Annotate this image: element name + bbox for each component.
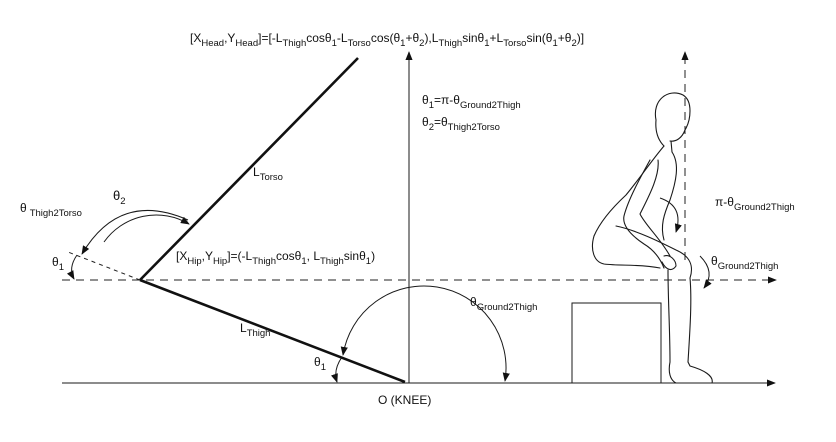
theta1-definition: θ1=π-θGround2Thigh [422, 93, 521, 111]
torso-link [139, 57, 359, 281]
theta-thigh2torso-arc [81, 209, 189, 255]
head-position-equation: [XHead,YHead]=[-LThighcosθ1-LTorsocos(θ1… [190, 31, 584, 49]
theta1-left-label: θ1 [52, 255, 64, 273]
thigh-extension-line [67, 251, 141, 281]
theta-ground2thigh-figure-label: θGround2Thigh [711, 254, 778, 272]
theta2-definition: θ2=θThigh2Torso [422, 115, 500, 133]
theta1-left-arc [66, 254, 78, 280]
pi-minus-theta-arc [659, 197, 682, 233]
knee-origin-label: O (KNEE) [378, 393, 431, 407]
seated-person-figure [591, 51, 713, 384]
hip-position-equation: [XHip,YHip]=(-LThighcosθ1, LThighsinθ1) [176, 249, 375, 267]
torso-length-label: LTorso [253, 165, 283, 183]
thigh-link [139, 278, 406, 384]
theta-ground2thigh-arc [340, 285, 510, 382]
pi-minus-theta-label: π-θGround2Thigh [715, 195, 795, 213]
theta2-label: θ2 [113, 188, 126, 207]
thigh-length-label: LThigh [240, 321, 270, 339]
theta-ground2thigh-figure-arc [699, 255, 712, 289]
theta1-knee-arc [331, 356, 343, 383]
theta1-knee-label: θ1 [314, 355, 326, 373]
seat-box [571, 302, 662, 384]
theta2-arc [103, 214, 190, 243]
theta-ground2thigh-label: θGround2Thigh [470, 295, 537, 313]
